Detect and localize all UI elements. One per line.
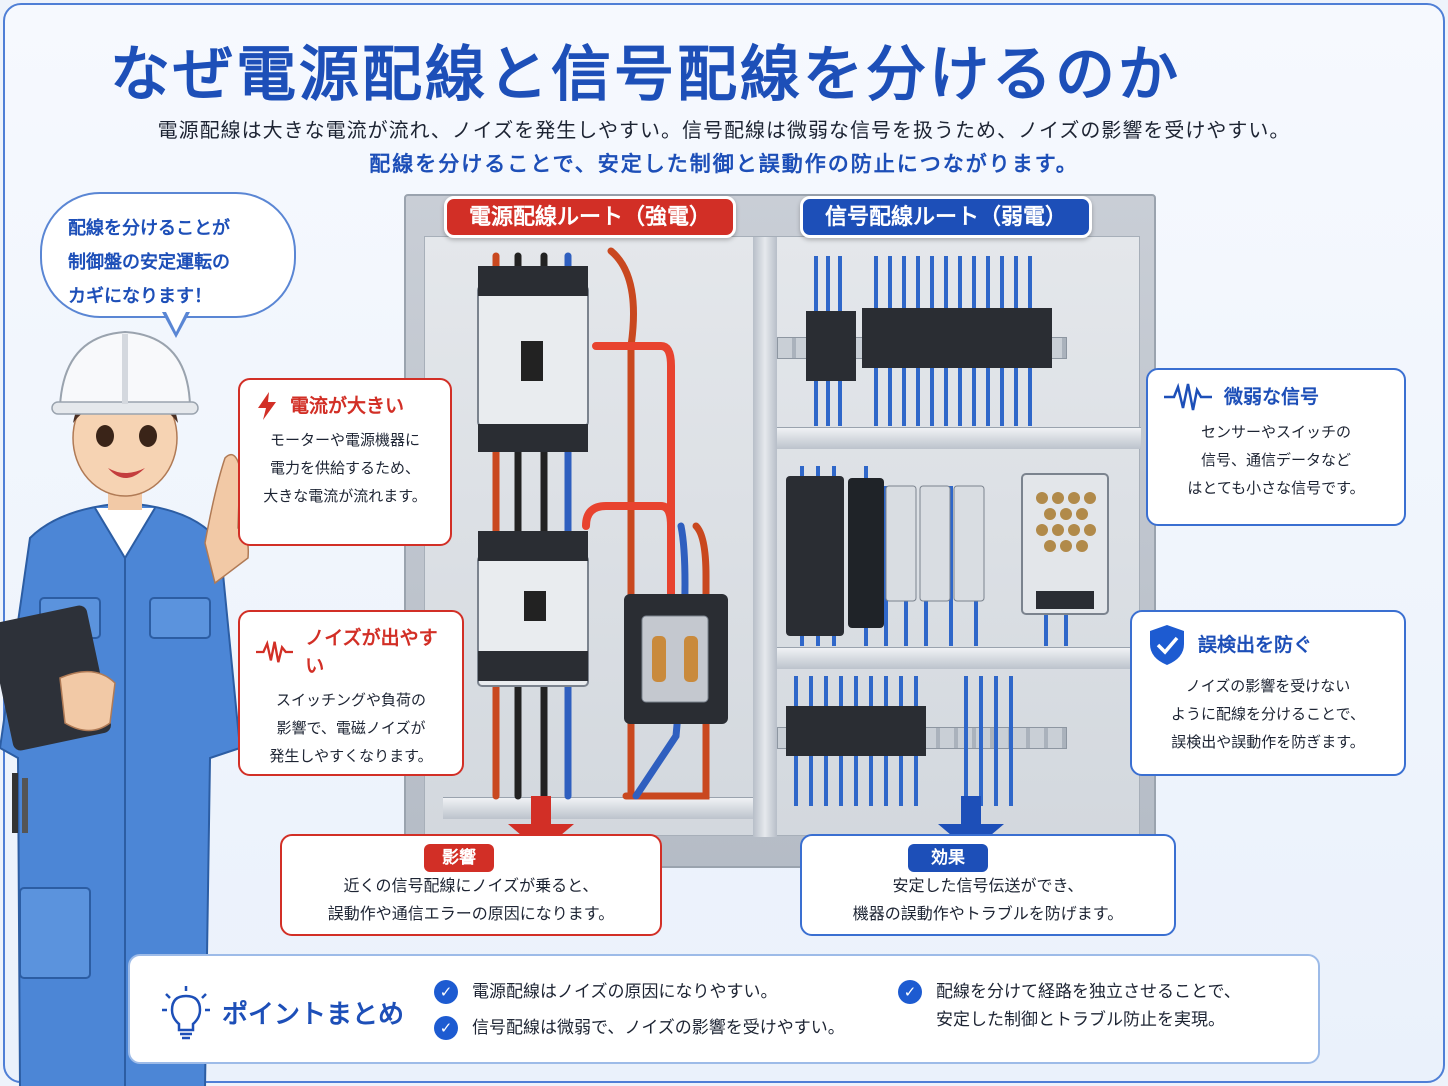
- impact-tag: 影響: [424, 844, 494, 872]
- effect-line-1: 安定した信号伝送ができ、: [892, 876, 1084, 895]
- summary-item-3-line-2: 安定した制御とトラブル防止を実現。: [936, 1010, 1225, 1030]
- summary-item-3-line-1: 配線を分けて経路を独立させることで、: [936, 982, 1241, 1002]
- check-icon: ✓: [898, 980, 922, 1004]
- lightning-icon: [258, 392, 276, 420]
- speech-line-3: カギになります！: [68, 286, 212, 307]
- check-icon: ✓: [434, 1016, 458, 1040]
- speech-bubble: 配線を分けることが 制御盤の安定運転の カギになります！: [40, 192, 296, 318]
- callout-large-current: 電流が大きい モーターや電源機器に 電力を供給するため、 大きな電流が流れます。: [238, 378, 452, 546]
- panel-shelf-2: [777, 647, 1141, 669]
- summary-panel: ポイントまとめ ✓ 電源配線はノイズの原因になりやすい。 ✓ 信号配線は微弱で、…: [128, 954, 1320, 1064]
- callout-noise: ノイズが出やすい スイッチングや負荷の 影響で、電磁ノイズが 発生しやすくなりま…: [238, 610, 464, 776]
- callout-large-current-line-2: 電力を供給するため、: [269, 459, 420, 477]
- callout-large-current-line-1: モーターや電源機器に: [269, 431, 420, 449]
- callout-weak-signal-title: 微弱な信号: [1224, 386, 1320, 408]
- callout-weak-signal-line-3: はとても小さな信号です。: [1187, 479, 1365, 497]
- callout-weak-signal-line-2: 信号、通信データなど: [1200, 451, 1351, 469]
- callout-prevent-line-1: ノイズの影響を受けない: [1185, 677, 1351, 695]
- subtitle-line-1: 電源配線は大きな電流が流れ、ノイズを発生しやすい。信号配線は微弱な信号を扱うため…: [157, 118, 1291, 142]
- speech-line-1: 配線を分けることが: [68, 218, 230, 239]
- panel-wiring: [477, 247, 1109, 852]
- callout-prevent-line-3: 誤検出や誤動作を防ぎます。: [1171, 733, 1365, 751]
- check-icon: ✓: [434, 980, 458, 1004]
- signal-route-header: 信号配線ルート（弱電）: [800, 196, 1092, 238]
- callout-noise-line-1: スイッチングや負荷の: [275, 691, 426, 709]
- impact-line-1: 近くの信号配線にノイズが乗ると、: [343, 876, 599, 895]
- lightbulb-icon: [162, 986, 210, 1040]
- effect-line-2: 機器の誤動作やトラブルを防げます。: [852, 904, 1124, 923]
- panel-divider: [753, 237, 777, 837]
- worker-illustration: [0, 330, 250, 1086]
- summary-item-1-text: 電源配線はノイズの原因になりやすい。: [472, 982, 778, 1002]
- page-title: なぜ電源配線と信号配線を分けるのか: [110, 40, 1181, 110]
- effect-box: 安定した信号伝送ができ、 機器の誤動作やトラブルを防げます。: [800, 834, 1176, 936]
- impact-line-2: 誤動作や通信エラーの原因になります。: [327, 904, 615, 923]
- panel-shelf-bottom-left: [443, 797, 753, 819]
- summary-item-2: ✓ 信号配線は微弱で、ノイズの影響を受けやすい。: [434, 1014, 845, 1042]
- noise-wave-icon: [256, 639, 294, 663]
- callout-noise-line-2: 影響で、電磁ノイズが: [276, 719, 426, 737]
- subtitle-line-2: 配線を分けることで、安定した制御と誤動作の防止につながります。: [369, 152, 1079, 176]
- callout-large-current-title: 電流が大きい: [290, 395, 405, 417]
- callout-noise-title: ノイズが出やすい: [305, 627, 438, 677]
- callout-weak-signal: 微弱な信号 センサーやスイッチの 信号、通信データなど はとても小さな信号です。: [1146, 368, 1406, 526]
- summary-item-1: ✓ 電源配線はノイズの原因になりやすい。: [434, 978, 778, 1006]
- summary-item-3: ✓ 配線を分けて経路を独立させることで、 安定した制御とトラブル防止を実現。: [898, 978, 1241, 1034]
- power-route-header: 電源配線ルート（強電）: [444, 196, 736, 238]
- shield-check-icon: [1150, 625, 1184, 665]
- callout-prevent-false-detection: 誤検出を防ぐ ノイズの影響を受けない ように配線を分けることで、 誤検出や誤動作…: [1130, 610, 1406, 776]
- callout-noise-line-3: 発生しやすくなります。: [269, 747, 433, 765]
- control-panel: [404, 194, 1156, 868]
- summary-item-2-text: 信号配線は微弱で、ノイズの影響を受けやすい。: [472, 1018, 845, 1038]
- signal-wave-icon: [1164, 382, 1212, 411]
- callout-prevent-line-2: ように配線を分けることで、: [1171, 705, 1365, 723]
- callout-prevent-title: 誤検出を防ぐ: [1198, 634, 1313, 656]
- callout-large-current-line-3: 大きな電流が流れます。: [263, 487, 427, 505]
- effect-tag: 効果: [908, 844, 988, 872]
- panel-shelf-1: [777, 427, 1141, 449]
- speech-tail-fill: [165, 310, 187, 332]
- summary-title: ポイントまとめ: [222, 1000, 405, 1030]
- callout-weak-signal-line-1: センサーやスイッチの: [1200, 423, 1351, 441]
- speech-line-2: 制御盤の安定運転の: [68, 252, 230, 273]
